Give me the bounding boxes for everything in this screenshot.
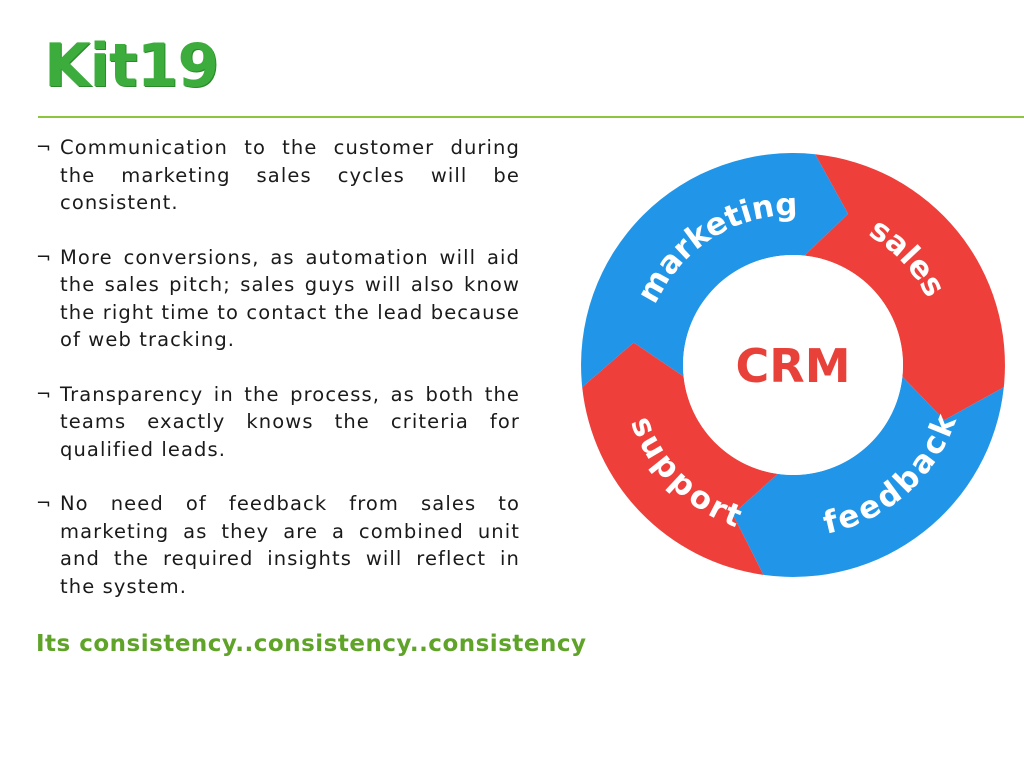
bullet-item: ¬ More conversions, as automation will a…	[36, 244, 520, 354]
segment-feedback	[732, 376, 1004, 577]
bullet-mark-icon: ¬	[36, 493, 53, 514]
crm-center-label: CRM	[736, 339, 851, 393]
cycle-segments	[581, 153, 1005, 577]
bullet-text: Communication to the customer during the…	[60, 136, 520, 214]
tagline: Its consistency..consistency..consistenc…	[36, 631, 587, 657]
bullet-list: ¬ Communication to the customer during t…	[36, 134, 520, 627]
crm-cycle-diagram: CRM marketing sales feedback support	[581, 153, 1005, 577]
center-disc	[683, 255, 903, 475]
segment-support	[582, 342, 778, 575]
header-divider	[38, 116, 1024, 118]
bullet-mark-icon: ¬	[36, 383, 53, 405]
segment-sales	[804, 154, 1005, 421]
bullet-text: No need of feedback from sales to market…	[60, 492, 520, 598]
bullet-text: Transparency in the process, as both the…	[60, 382, 520, 461]
bullet-item: ¬ No need of feedback from sales to mark…	[36, 490, 520, 600]
bullet-mark-icon: ¬	[36, 137, 53, 158]
bullet-text: More conversions, as automation will aid…	[60, 245, 520, 352]
segment-marketing	[581, 153, 849, 388]
kit19-logo: Kit19	[44, 31, 219, 101]
bullet-item: ¬ Transparency in the process, as both t…	[36, 381, 520, 464]
bullet-item: ¬ Communication to the customer during t…	[36, 134, 520, 217]
bullet-mark-icon: ¬	[36, 246, 53, 268]
